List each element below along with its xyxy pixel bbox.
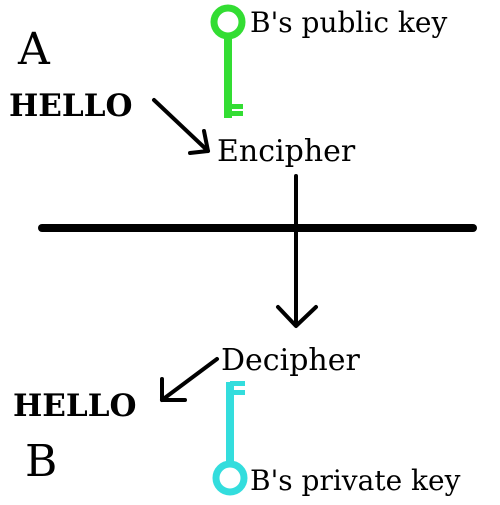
private-key-bow [212,460,248,496]
private-key-tooth-2 [234,390,245,395]
encipher-arrow [152,98,210,155]
decrypted-message: HELLO [13,388,137,424]
encipher-label: Encipher [217,134,356,169]
public-key-tooth-1 [228,104,243,109]
decipher-label: Decipher [221,343,360,378]
sender-label: A [17,24,51,75]
public-key-tooth-2 [232,111,243,116]
public-key-label: B's public key [250,6,447,39]
plaintext-message: HELLO [9,88,133,124]
public-key-icon [210,4,246,118]
private-key-label: B's private key [250,464,461,497]
decipher-arrow [160,357,219,402]
receiver-label: B [25,436,57,487]
private-key-tooth-1 [230,381,245,386]
transmission-arrow [276,174,318,328]
public-key-bow [210,4,246,40]
private-key-icon [212,381,248,496]
